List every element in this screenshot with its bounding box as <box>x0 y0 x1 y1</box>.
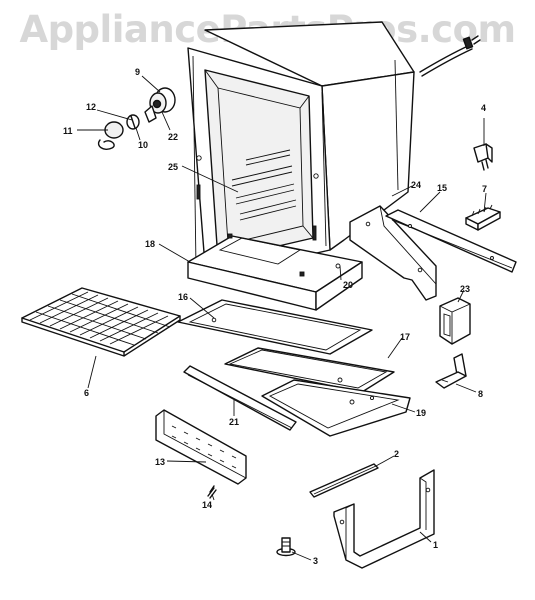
callout-14: 14 <box>202 500 212 510</box>
callout-22: 22 <box>168 132 178 142</box>
callout-13: 13 <box>155 457 165 467</box>
callout-8: 8 <box>478 389 483 399</box>
rear-brace <box>385 209 517 273</box>
oven-rack <box>21 287 181 357</box>
bake-panel <box>177 299 373 355</box>
leg-bracket <box>333 469 435 569</box>
callout-9: 9 <box>135 67 140 77</box>
oven-bottom <box>224 347 395 393</box>
leader-lines <box>77 75 487 561</box>
switch <box>473 118 493 171</box>
bottom-insulation-tray <box>187 233 363 311</box>
callout-17: 17 <box>400 332 410 342</box>
callout-19: 19 <box>416 408 426 418</box>
callout-18: 18 <box>145 239 155 249</box>
callout-25: 25 <box>168 162 178 172</box>
callout-11: 11 <box>63 126 73 136</box>
callout-12: 12 <box>86 102 96 112</box>
callout-labels: 9 12 11 10 22 25 24 15 4 7 18 20 16 17 2… <box>63 67 487 566</box>
bottom-shield <box>261 379 411 437</box>
callout-6: 6 <box>84 388 89 398</box>
rack-supports <box>231 149 297 221</box>
callout-7: 7 <box>482 184 487 194</box>
mounting-bracket <box>439 297 471 345</box>
oven-cavity <box>187 21 415 279</box>
callout-4: 4 <box>481 103 486 113</box>
callout-24: 24 <box>411 180 421 190</box>
rod <box>309 463 379 498</box>
callout-2: 2 <box>394 449 399 459</box>
callout-20: 20 <box>343 280 353 290</box>
oven-light-assembly <box>97 87 176 150</box>
wire-harness <box>419 35 481 77</box>
callout-10: 10 <box>138 140 148 150</box>
vent-trim <box>183 365 297 431</box>
callout-1: 1 <box>433 540 438 550</box>
kick-panel <box>155 409 247 485</box>
terminal-block <box>465 204 501 231</box>
screw <box>207 485 217 499</box>
hinge-bracket <box>435 353 467 389</box>
back-cover <box>349 205 437 301</box>
callout-16: 16 <box>178 292 188 302</box>
callout-3: 3 <box>313 556 318 566</box>
callout-21: 21 <box>229 417 239 427</box>
callout-15: 15 <box>437 183 447 193</box>
leveling-leg <box>276 537 296 557</box>
callout-23: 23 <box>460 284 470 294</box>
